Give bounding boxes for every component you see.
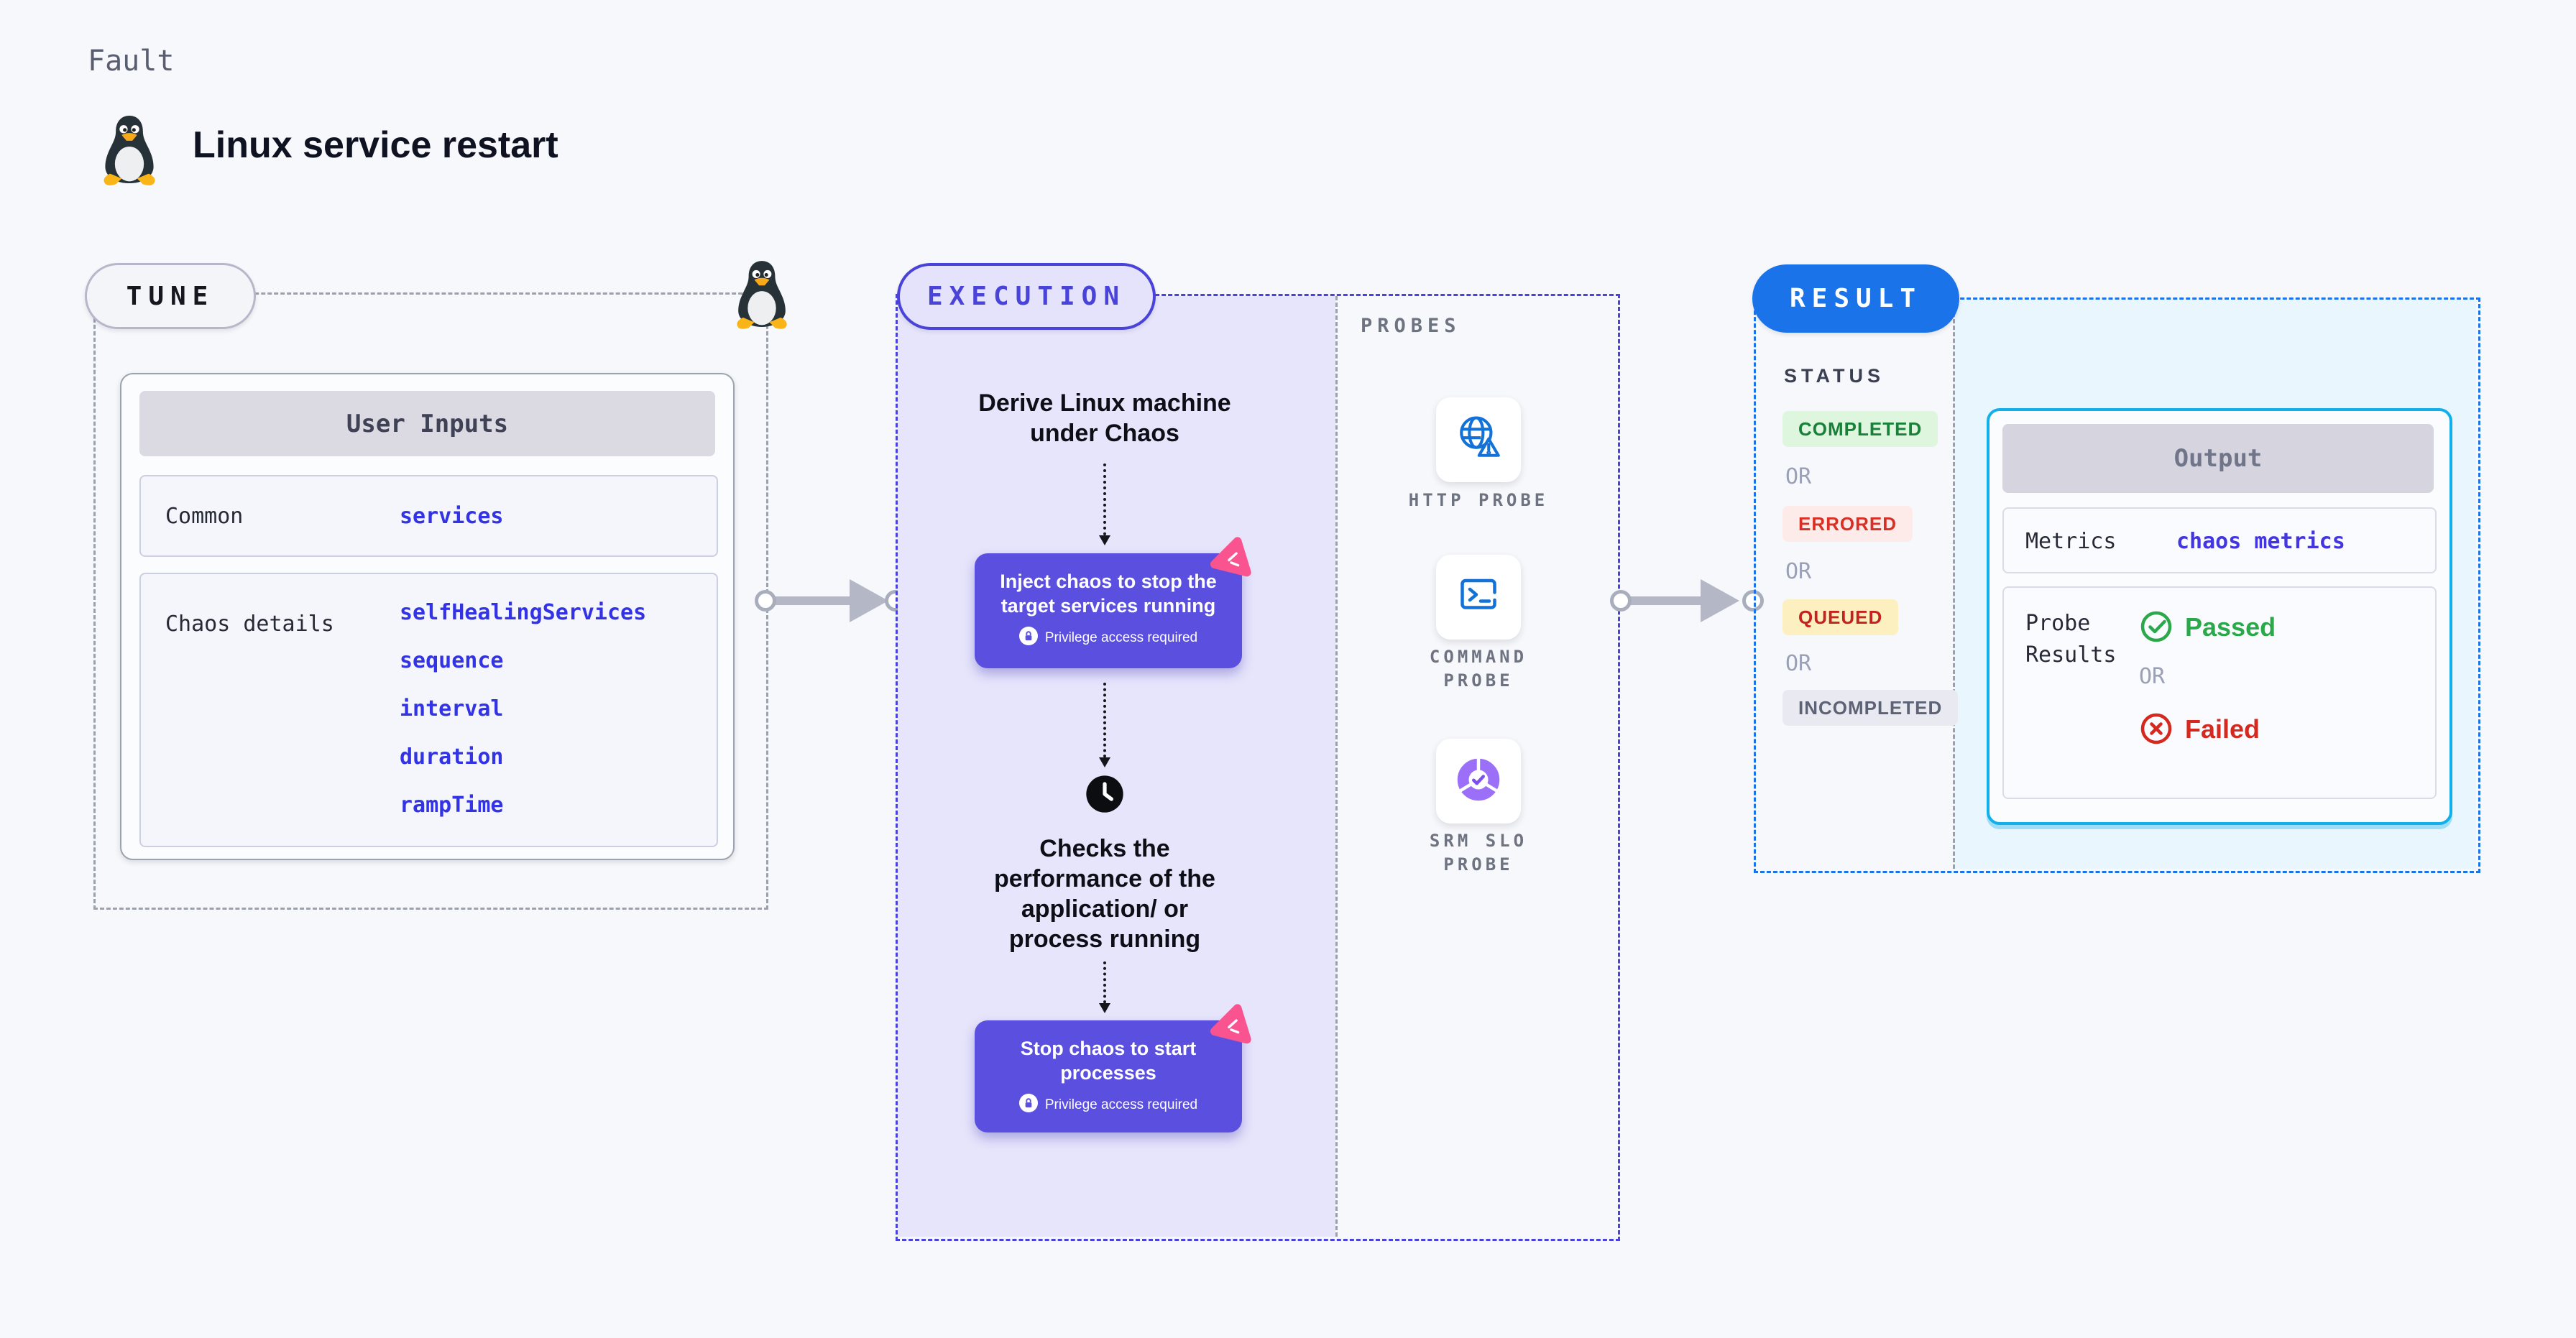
user-inputs-header: User Inputs: [139, 391, 715, 456]
stop-chaos-step-box: Stop chaos to start processes Privilege …: [975, 1020, 1242, 1132]
row-value: rampTime: [400, 793, 504, 818]
probe-label-line: PROBE: [1443, 670, 1514, 691]
failed-label: Failed: [2185, 714, 2260, 744]
arrowhead: [850, 579, 888, 622]
fault-category-label: Fault: [88, 45, 175, 78]
status-heading: STATUS: [1784, 365, 1885, 387]
globe-alert-icon: [1451, 411, 1506, 469]
probe-label-line: PROBE: [1443, 854, 1514, 875]
result-section-pill: RESULT: [1752, 264, 1959, 333]
tune-label: TUNE: [126, 281, 215, 311]
passed-label: Passed: [2185, 612, 2276, 642]
arrow-execution-to-result: [1626, 596, 1706, 605]
stop-chaos-title: Stop chaos to start processes: [1020, 1038, 1197, 1084]
table-row-chaos-details: Chaos details selfHealingServices sequen…: [139, 573, 718, 847]
x-circle-icon: [2139, 711, 2174, 749]
flow-arrow-down: [1099, 683, 1110, 767]
arrowhead: [1701, 579, 1739, 622]
srm-slo-probe-label: SRM SLO PROBE: [1363, 829, 1593, 877]
row-label: Common: [165, 504, 244, 529]
flow-arrow-down: [1099, 961, 1110, 1013]
inject-chaos-title: Inject chaos to stop the target services…: [1000, 571, 1217, 617]
row-value: duration: [400, 744, 504, 770]
lock-icon: [1018, 1094, 1038, 1117]
tux-penguin-icon: [732, 259, 792, 333]
execution-section-pill: EXECUTION: [897, 263, 1156, 330]
result-label: RESULT: [1789, 284, 1923, 313]
connector-dot: [1610, 590, 1632, 612]
http-probe-card: [1436, 397, 1521, 482]
probe-results-label: Probe Results: [2025, 611, 2117, 668]
metrics-value: chaos metrics: [2176, 529, 2345, 554]
user-inputs-card: User Inputs Common services Chaos detail…: [120, 373, 735, 860]
command-probe-label: COMMAND PROBE: [1363, 645, 1593, 693]
result-section-frame: [1754, 297, 2480, 873]
or-separator: OR: [1785, 464, 1812, 489]
lock-icon: [1018, 627, 1038, 650]
output-header: Output: [2002, 424, 2434, 493]
probe-label-line: HTTP PROBE: [1408, 490, 1549, 510]
privilege-note: Privilege access required: [975, 1094, 1242, 1117]
privilege-note: Privilege access required: [975, 627, 1242, 650]
slo-donut-check-icon: [1453, 754, 1504, 809]
row-label: Chaos details: [165, 612, 334, 637]
probe-results-row: Probe Results Passed OR Failed: [2002, 586, 2437, 799]
probe-label-line: SRM SLO: [1429, 831, 1528, 851]
chaos-scenario-icon: [1210, 532, 1256, 577]
privilege-note-text: Privilege access required: [1044, 630, 1198, 645]
or-separator: OR: [1785, 559, 1812, 584]
metrics-label: Metrics: [2025, 529, 2117, 554]
or-separator: OR: [2139, 664, 2166, 689]
status-output-divider: [1953, 300, 1955, 869]
output-card: Output Metrics chaos metrics Probe Resul…: [1987, 408, 2452, 825]
clock-icon: [1085, 774, 1125, 818]
checks-step-text: Checks the performance of the applicatio…: [994, 835, 1215, 953]
connector-dot: [1742, 590, 1764, 612]
row-value: services: [400, 504, 504, 529]
status-badge-queued: QUEUED: [1782, 599, 1899, 635]
probe-label-line: COMMAND: [1429, 647, 1528, 667]
connector-dot: [755, 590, 776, 612]
privilege-note-text: Privilege access required: [1044, 1097, 1198, 1112]
chaos-scenario-icon: [1210, 1000, 1256, 1044]
srm-slo-probe-card: [1436, 739, 1521, 823]
row-value: selfHealingServices: [400, 600, 647, 625]
status-badge-errored: ERRORED: [1782, 506, 1913, 542]
table-row-common: Common services: [139, 475, 718, 557]
tune-section-pill: TUNE: [85, 263, 256, 329]
execution-label: EXECUTION: [926, 282, 1126, 311]
row-value: sequence: [400, 648, 504, 673]
row-value: interval: [400, 696, 504, 721]
metrics-row: Metrics chaos metrics: [2002, 507, 2437, 573]
command-probe-card: [1436, 555, 1521, 640]
execution-section-frame: [896, 294, 1620, 1241]
status-badge-completed: COMPLETED: [1782, 411, 1938, 447]
inject-chaos-step-box: Inject chaos to stop the target services…: [975, 553, 1242, 668]
page-title: Linux service restart: [193, 124, 558, 166]
derive-step-text: Derive Linux machine under Chaos: [978, 389, 1231, 447]
tux-penguin-icon: [98, 114, 160, 185]
arrow-tune-to-execution: [770, 596, 855, 605]
check-circle-icon: [2139, 609, 2174, 647]
terminal-icon: [1453, 570, 1504, 625]
status-badge-incompleted: INCOMPLETED: [1782, 690, 1959, 726]
probes-heading: PROBES: [1361, 315, 1461, 337]
or-separator: OR: [1785, 651, 1812, 676]
execution-probes-divider: [1335, 296, 1338, 1237]
http-probe-label: HTTP PROBE: [1363, 489, 1593, 512]
flow-arrow-down: [1099, 463, 1110, 545]
